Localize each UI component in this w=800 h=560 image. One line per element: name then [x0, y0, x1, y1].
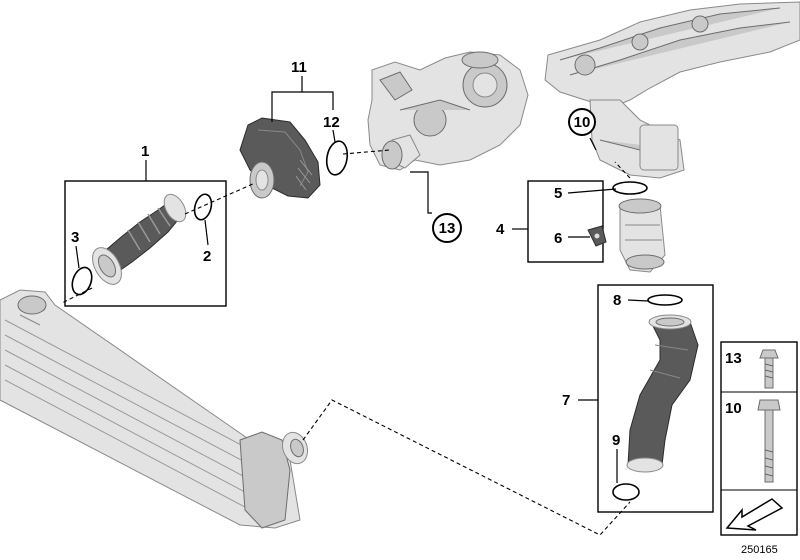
group-box-7 — [597, 284, 714, 513]
clip-6 — [587, 225, 607, 247]
callout-3: 3 — [71, 229, 79, 246]
legend-panel — [720, 341, 798, 536]
callout-13-circled: 13 — [432, 213, 462, 243]
pressure-pipe — [626, 314, 699, 473]
intercooler — [0, 289, 309, 529]
callout-12: 12 — [323, 114, 340, 131]
legend-label-13: 13 — [725, 350, 742, 367]
legend-label-10: 10 — [725, 400, 742, 417]
o-ring-2 — [193, 193, 213, 221]
callout-8: 8 — [613, 292, 621, 309]
leader-lines — [75, 76, 649, 483]
callout-5: 5 — [554, 185, 562, 202]
o-ring-9 — [612, 483, 640, 501]
callout-13-text: 13 — [439, 220, 456, 237]
callout-6: 6 — [554, 230, 562, 247]
resonator-housing — [239, 117, 321, 199]
bolt-13 — [759, 349, 779, 389]
o-ring-5 — [612, 181, 648, 195]
callout-7: 7 — [562, 392, 570, 409]
charge-air-hose — [92, 193, 187, 285]
o-ring-3 — [71, 266, 93, 296]
turbocharger — [367, 51, 529, 171]
throttle-adaptor — [618, 198, 666, 273]
bolt-10 — [757, 399, 781, 483]
arrow-icon — [725, 498, 784, 531]
callout-9: 9 — [612, 432, 620, 449]
o-ring-8 — [647, 294, 683, 306]
callout-11: 11 — [291, 59, 307, 76]
group-box-4 — [527, 180, 604, 263]
callout-10-text: 10 — [574, 114, 591, 131]
figure-id: 250165 — [741, 544, 778, 556]
callout-4: 4 — [496, 221, 505, 238]
callout-10-circled: 10 — [568, 108, 596, 136]
o-ring-12 — [325, 140, 349, 176]
callout-2: 2 — [203, 248, 211, 265]
callout-1: 1 — [141, 143, 149, 160]
intake-manifold — [544, 1, 800, 179]
dashed-connection-lines — [61, 149, 631, 536]
callout-labels: 1 11 12 2 3 4 5 6 7 8 9 10 13 13 10 2501… — [71, 59, 778, 556]
